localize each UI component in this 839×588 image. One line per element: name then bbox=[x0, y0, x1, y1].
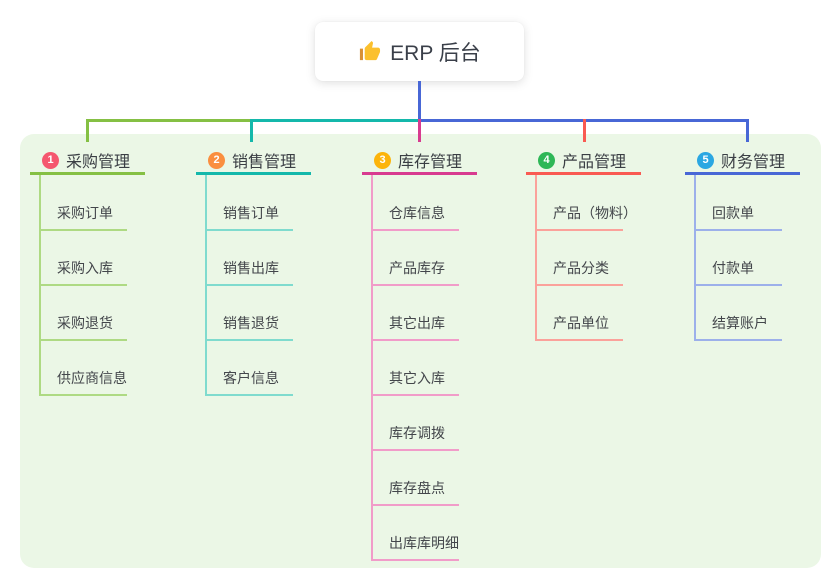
connector-drop-inventory bbox=[418, 119, 421, 142]
root-label: ERP 后台 bbox=[390, 41, 481, 65]
child-node-product-category[interactable]: 产品分类 bbox=[553, 260, 609, 276]
child-underline bbox=[39, 394, 127, 396]
branch-badge-4: 4 bbox=[538, 151, 555, 169]
child-node-sales-outbound[interactable]: 销售出库 bbox=[223, 260, 279, 276]
branch-label-sales: 销售管理 bbox=[232, 154, 297, 171]
children-connector-product bbox=[535, 175, 537, 341]
child-node-purchase-return[interactable]: 采购退货 bbox=[57, 315, 113, 331]
branch-underline-sales bbox=[196, 172, 311, 175]
branch-badge-3: 3 bbox=[374, 151, 391, 169]
branch-label-finance: 财务管理 bbox=[721, 154, 786, 171]
connector-drop-finance bbox=[746, 119, 749, 142]
connector-drop-product bbox=[583, 119, 586, 142]
child-underline bbox=[205, 394, 293, 396]
child-underline bbox=[205, 284, 293, 286]
child-node-purchase-order[interactable]: 采购订单 bbox=[57, 205, 113, 221]
connector-root-vertical bbox=[418, 81, 421, 119]
child-underline bbox=[535, 284, 623, 286]
child-underline bbox=[371, 229, 459, 231]
branch-badge-5: 5 bbox=[697, 151, 714, 169]
branch-node-inventory[interactable]: 3 库存管理 bbox=[374, 149, 462, 171]
child-underline bbox=[371, 284, 459, 286]
connector-drop-sales bbox=[250, 119, 253, 142]
branch-node-sales[interactable]: 2 销售管理 bbox=[208, 149, 296, 171]
child-node-other-inbound[interactable]: 其它入库 bbox=[389, 370, 445, 386]
branch-node-purchase[interactable]: 1 采购管理 bbox=[42, 149, 130, 171]
branch-underline-purchase bbox=[30, 172, 145, 175]
child-node-product-material[interactable]: 产品（物料） bbox=[553, 205, 637, 221]
branch-label-product: 产品管理 bbox=[562, 154, 627, 171]
child-node-customer-info[interactable]: 客户信息 bbox=[223, 370, 279, 386]
child-underline bbox=[371, 504, 459, 506]
child-underline bbox=[371, 559, 459, 561]
connector-bus-purchase bbox=[86, 119, 252, 122]
child-underline bbox=[371, 449, 459, 451]
child-node-supplier-info[interactable]: 供应商信息 bbox=[57, 370, 127, 386]
child-node-product-stock[interactable]: 产品库存 bbox=[389, 260, 445, 276]
child-underline bbox=[535, 229, 623, 231]
child-node-other-outbound[interactable]: 其它出库 bbox=[389, 315, 445, 331]
branch-underline-inventory bbox=[362, 172, 477, 175]
child-underline bbox=[694, 339, 782, 341]
connector-bus-sales bbox=[252, 119, 419, 122]
child-node-receipt-order[interactable]: 回款单 bbox=[712, 205, 754, 221]
child-underline bbox=[371, 394, 459, 396]
branches-panel bbox=[20, 134, 821, 568]
child-node-purchase-inbound[interactable]: 采购入库 bbox=[57, 260, 113, 276]
child-node-warehouse-info[interactable]: 仓库信息 bbox=[389, 205, 445, 221]
child-underline bbox=[205, 229, 293, 231]
child-underline bbox=[371, 339, 459, 341]
child-node-stock-count[interactable]: 库存盘点 bbox=[389, 480, 445, 496]
child-node-payment-order[interactable]: 付款单 bbox=[712, 260, 754, 276]
children-connector-finance bbox=[694, 175, 696, 341]
child-underline bbox=[535, 339, 623, 341]
branch-label-inventory: 库存管理 bbox=[398, 154, 463, 171]
child-node-sales-return[interactable]: 销售退货 bbox=[223, 315, 279, 331]
child-node-product-unit[interactable]: 产品单位 bbox=[553, 315, 609, 331]
child-underline bbox=[205, 339, 293, 341]
branch-underline-product bbox=[526, 172, 641, 175]
branch-badge-1: 1 bbox=[42, 151, 59, 169]
child-underline bbox=[39, 284, 127, 286]
connector-drop-purchase bbox=[86, 119, 89, 142]
child-node-settlement-account[interactable]: 结算账户 bbox=[712, 315, 768, 331]
child-node-stock-transfer[interactable]: 库存调拨 bbox=[389, 425, 445, 441]
branch-label-purchase: 采购管理 bbox=[66, 154, 131, 171]
child-underline bbox=[39, 339, 127, 341]
branch-node-product[interactable]: 4 产品管理 bbox=[538, 149, 626, 171]
root-node[interactable]: ERP 后台 bbox=[315, 22, 524, 81]
thumbs-up-icon bbox=[358, 40, 381, 63]
child-node-sales-order[interactable]: 销售订单 bbox=[223, 205, 279, 221]
branch-underline-finance bbox=[685, 172, 800, 175]
child-underline bbox=[694, 284, 782, 286]
child-underline bbox=[39, 229, 127, 231]
children-connector-inventory bbox=[371, 175, 373, 561]
branch-node-finance[interactable]: 5 财务管理 bbox=[697, 149, 785, 171]
child-underline bbox=[694, 229, 782, 231]
child-node-outbound-detail[interactable]: 出库库明细 bbox=[389, 535, 459, 551]
branch-badge-2: 2 bbox=[208, 151, 225, 169]
